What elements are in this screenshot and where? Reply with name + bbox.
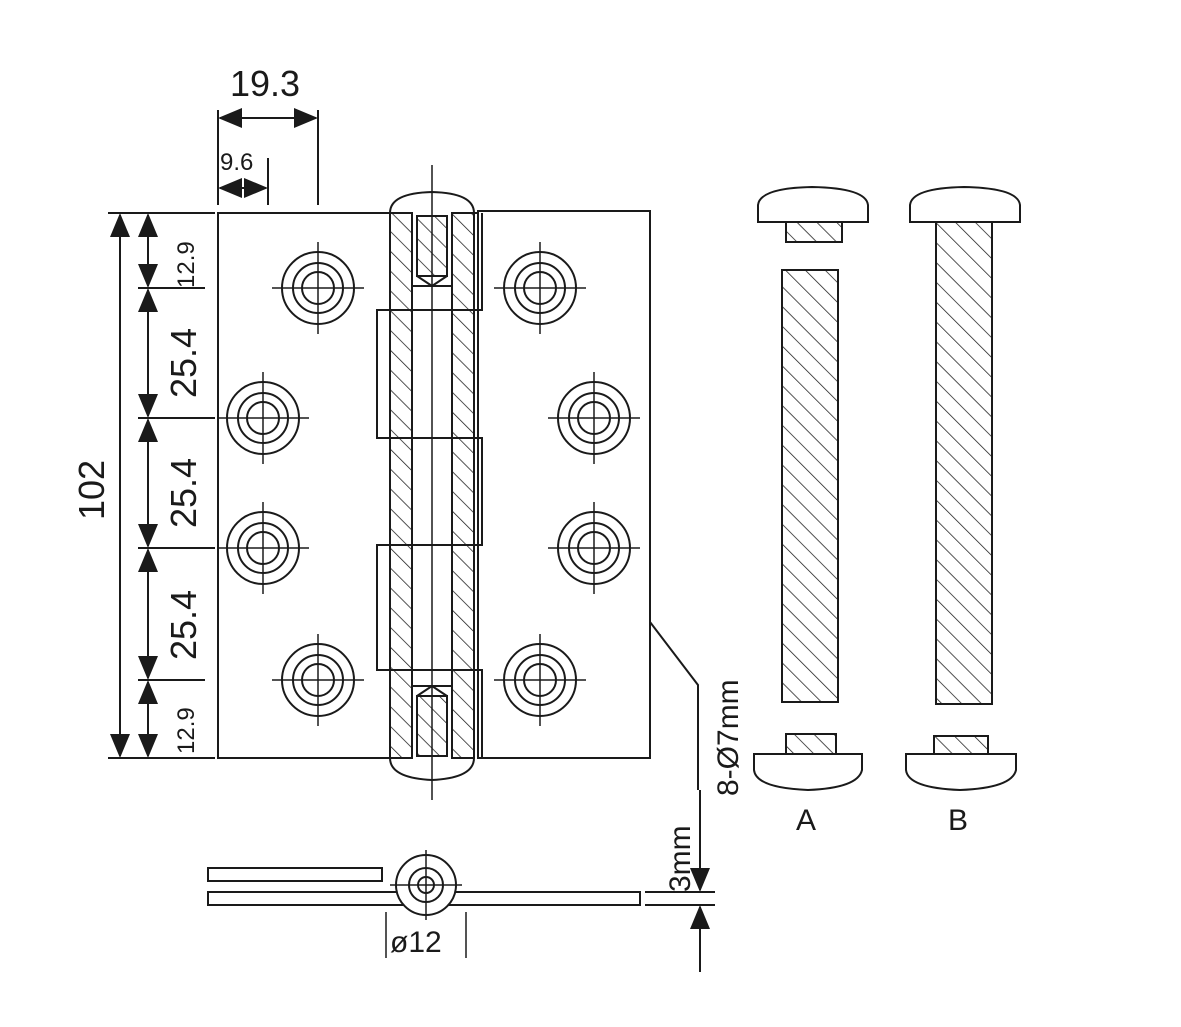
dim-hole-edge-bottom: 12.9 [173,707,200,754]
dimension-labels: 19.3 9.6 102 12.9 25.4 25.4 25.4 12.9 8-… [71,63,968,959]
dim-knuckle-diameter: ø12 [390,926,442,959]
hinge-top-view [207,790,715,972]
dim-height-total: 102 [71,460,112,520]
dim-hole-pitch-1: 25.4 [163,328,204,398]
pin-a-bottom-head [753,753,863,792]
pin-label-a: A [796,804,816,837]
pin-a-top-shank [785,221,843,243]
screw-holes [217,242,640,726]
screw-hole [272,242,364,334]
hinge-front-view [217,165,651,800]
hole-spec-leader [649,621,699,790]
pin-a-top-head [757,185,869,223]
pin-a-shaft [781,269,839,703]
pin-b-detail [905,185,1021,792]
pin-b-shaft [935,221,993,705]
screw-hole [217,502,309,594]
pin-b-head [909,185,1021,223]
screw-hole [548,372,640,464]
screw-hole [494,634,586,726]
screw-hole [217,372,309,464]
dim-width-leaf: 19.3 [230,63,300,104]
screw-hole [272,634,364,726]
top-view-upper-leaf [207,867,383,882]
pin-b-bottom-head [905,753,1017,792]
pin-a-bottom-shank [785,733,837,755]
dim-holes-spec: 8-Ø7mm [712,679,745,796]
screw-hole [548,502,640,594]
right-leaf [477,210,651,759]
screw-hole [494,242,586,334]
dim-hole-edge-top: 12.9 [173,241,200,288]
dim-thickness: 3mm [664,825,697,892]
dim-hole-pitch-2: 25.4 [163,458,204,528]
dim-hole-pitch-3: 25.4 [163,590,204,660]
pin-label-b: B [948,804,968,837]
dim-pin-offset: 9.6 [220,149,253,176]
vertical-dimensions [108,212,215,759]
pin-b-bottom-shank [933,735,989,755]
pin-a-detail [753,185,869,792]
horizontal-dimensions [217,108,319,205]
